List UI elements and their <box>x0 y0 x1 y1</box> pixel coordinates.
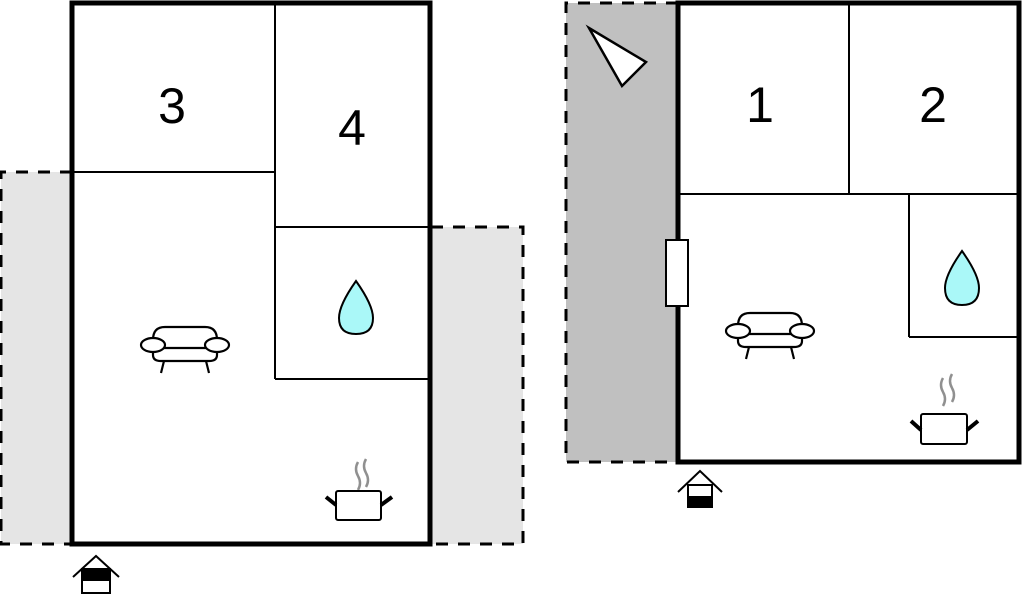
entrance-icon <box>72 554 120 594</box>
cooking-pot-icon <box>324 458 394 521</box>
covered-terrace-outline <box>564 1 678 464</box>
water-drop-icon <box>337 279 375 336</box>
door <box>665 239 689 307</box>
right-terrace-outline <box>431 225 525 546</box>
room-label-3: 3 <box>158 78 186 134</box>
left-terrace <box>1 172 72 544</box>
left-building: 3 4 <box>0 0 525 594</box>
right-terrace <box>431 227 523 544</box>
sofa-icon <box>724 311 816 360</box>
right-building: 1 2 <box>564 0 1022 508</box>
left-building-walls <box>69 0 433 547</box>
water-drop-icon <box>943 249 981 307</box>
cooking-pot-icon <box>909 373 980 445</box>
room-label-2: 2 <box>919 77 947 133</box>
sofa-icon <box>139 325 231 374</box>
room-label-4: 4 <box>338 100 366 156</box>
room-label-1: 1 <box>746 77 774 133</box>
compass-pointer-icon <box>585 24 649 89</box>
entrance-icon <box>677 469 723 508</box>
